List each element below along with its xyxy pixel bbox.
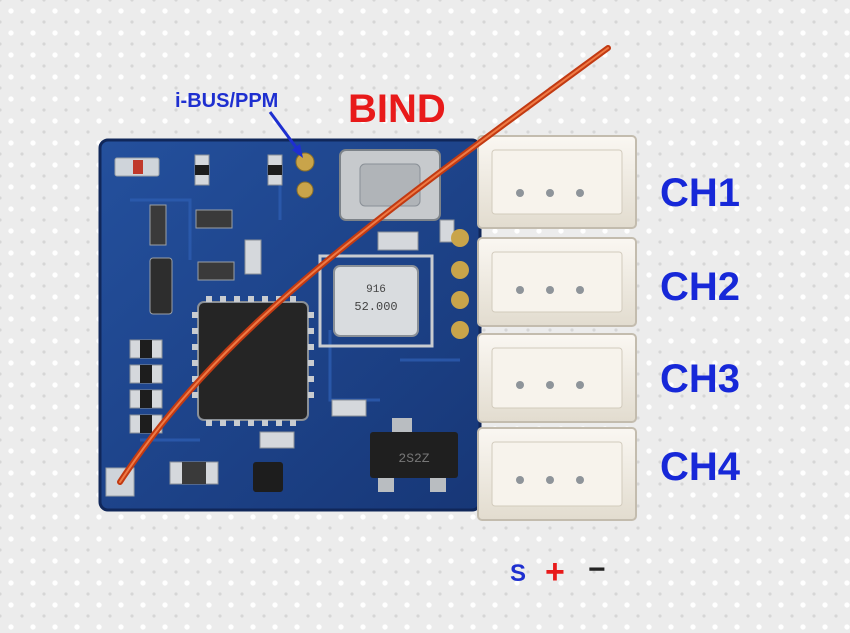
pin-plus-label: + — [545, 553, 565, 591]
channel-connectors — [477, 135, 637, 521]
crystal-code: 916 — [366, 284, 386, 296]
transistor — [370, 432, 458, 478]
bind-label: BIND — [348, 87, 446, 131]
ibus-pad — [295, 152, 315, 172]
crystal-oscillator — [333, 265, 419, 337]
transistor-marking: 2S2Z — [398, 451, 429, 466]
ibus-pointer-arrow — [268, 111, 300, 151]
ibus-ppm-label: i-BUS/PPM — [175, 90, 279, 112]
pin-signal-label: S — [510, 560, 527, 587]
crystal-marking: 52.000 — [354, 300, 397, 314]
smd-components — [129, 154, 455, 492]
ch2-label: CH2 — [660, 265, 741, 309]
crystal-frame — [318, 254, 434, 348]
ch1-label: CH1 — [660, 171, 741, 215]
ch4-label: CH4 — [660, 445, 741, 489]
ch3-label: CH3 — [660, 357, 741, 401]
pin-minus-label: − — [588, 553, 606, 586]
